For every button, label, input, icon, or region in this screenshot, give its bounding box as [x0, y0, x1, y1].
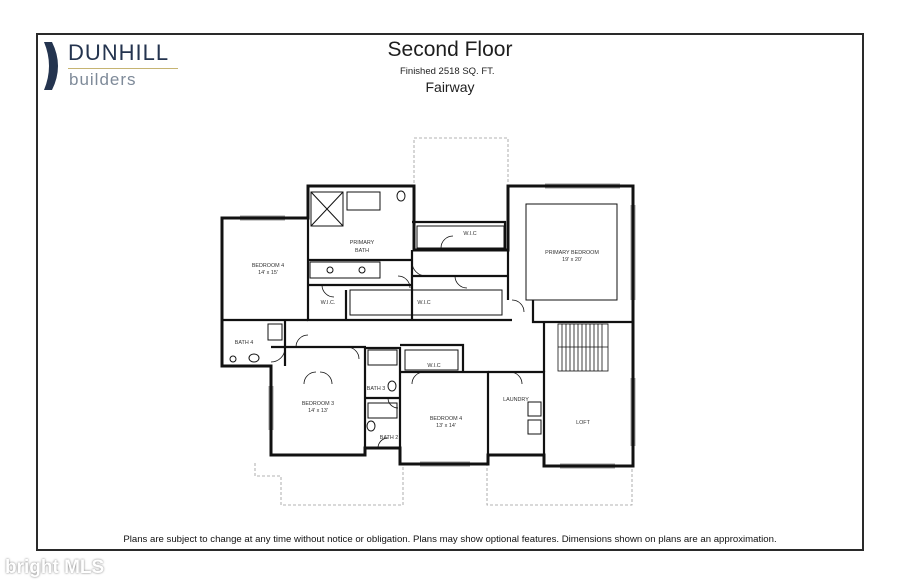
room-label-primary-bath-2: BATH	[355, 248, 369, 254]
room-label-wic-primary: W.I.C	[463, 231, 476, 237]
room-label-bedroom3-size: 14' x 13'	[308, 408, 328, 414]
room-label-bedroom3: BEDROOM 3	[302, 401, 334, 407]
porch-outlines	[254, 137, 633, 506]
room-label-wic-bed4: W.I.C	[427, 363, 440, 369]
logo-company-tagline: builders	[69, 70, 137, 89]
room-label-bedroom-left-size: 14' x 15'	[258, 270, 278, 276]
disclaimer-text: Plans are subject to change at any time …	[123, 534, 777, 545]
room-labels: PRIMARY BATH W.I.C W.I.C W.I.C. PRIMARY …	[235, 231, 600, 441]
room-label-loft: LOFT	[576, 420, 590, 426]
room-label-wic-left: W.I.C.	[321, 300, 336, 306]
room-label-bedroom-left: BEDROOM 4	[252, 263, 284, 269]
watermark-logo: bright MLS	[5, 557, 105, 578]
logo-mark-icon	[44, 42, 58, 90]
room-label-bath4: BATH 4	[235, 340, 253, 346]
square-footage: Finished 2518 SQ. FT.	[400, 66, 495, 77]
company-logo: DUNHILL builders	[40, 40, 190, 92]
room-label-bedroom-center-size: 13' x 14'	[436, 423, 456, 429]
room-label-primary-bath-1: PRIMARY	[350, 240, 375, 246]
room-label-primary-bedroom-size: 19' x 20'	[562, 257, 582, 263]
door-swings	[270, 235, 525, 449]
interior-walls	[222, 218, 633, 464]
room-label-primary-bedroom: PRIMARY BEDROOM	[545, 250, 599, 256]
logo-divider	[68, 68, 178, 69]
room-label-bedroom-center: BEDROOM 4	[430, 416, 462, 422]
exterior-walls	[220, 184, 635, 468]
room-label-bath3: BATH 3	[367, 386, 385, 392]
model-name: Fairway	[425, 79, 475, 95]
closets-and-fixtures	[229, 190, 618, 435]
stairs	[557, 323, 609, 372]
page-title: Second Floor	[387, 38, 513, 61]
logo-company-name: DUNHILL	[68, 40, 170, 65]
room-label-laundry: LAUNDRY	[503, 397, 529, 403]
room-label-bath2: BATH 2	[380, 435, 398, 441]
room-label-wic-center: W.I.C	[417, 300, 430, 306]
windows	[240, 183, 636, 469]
